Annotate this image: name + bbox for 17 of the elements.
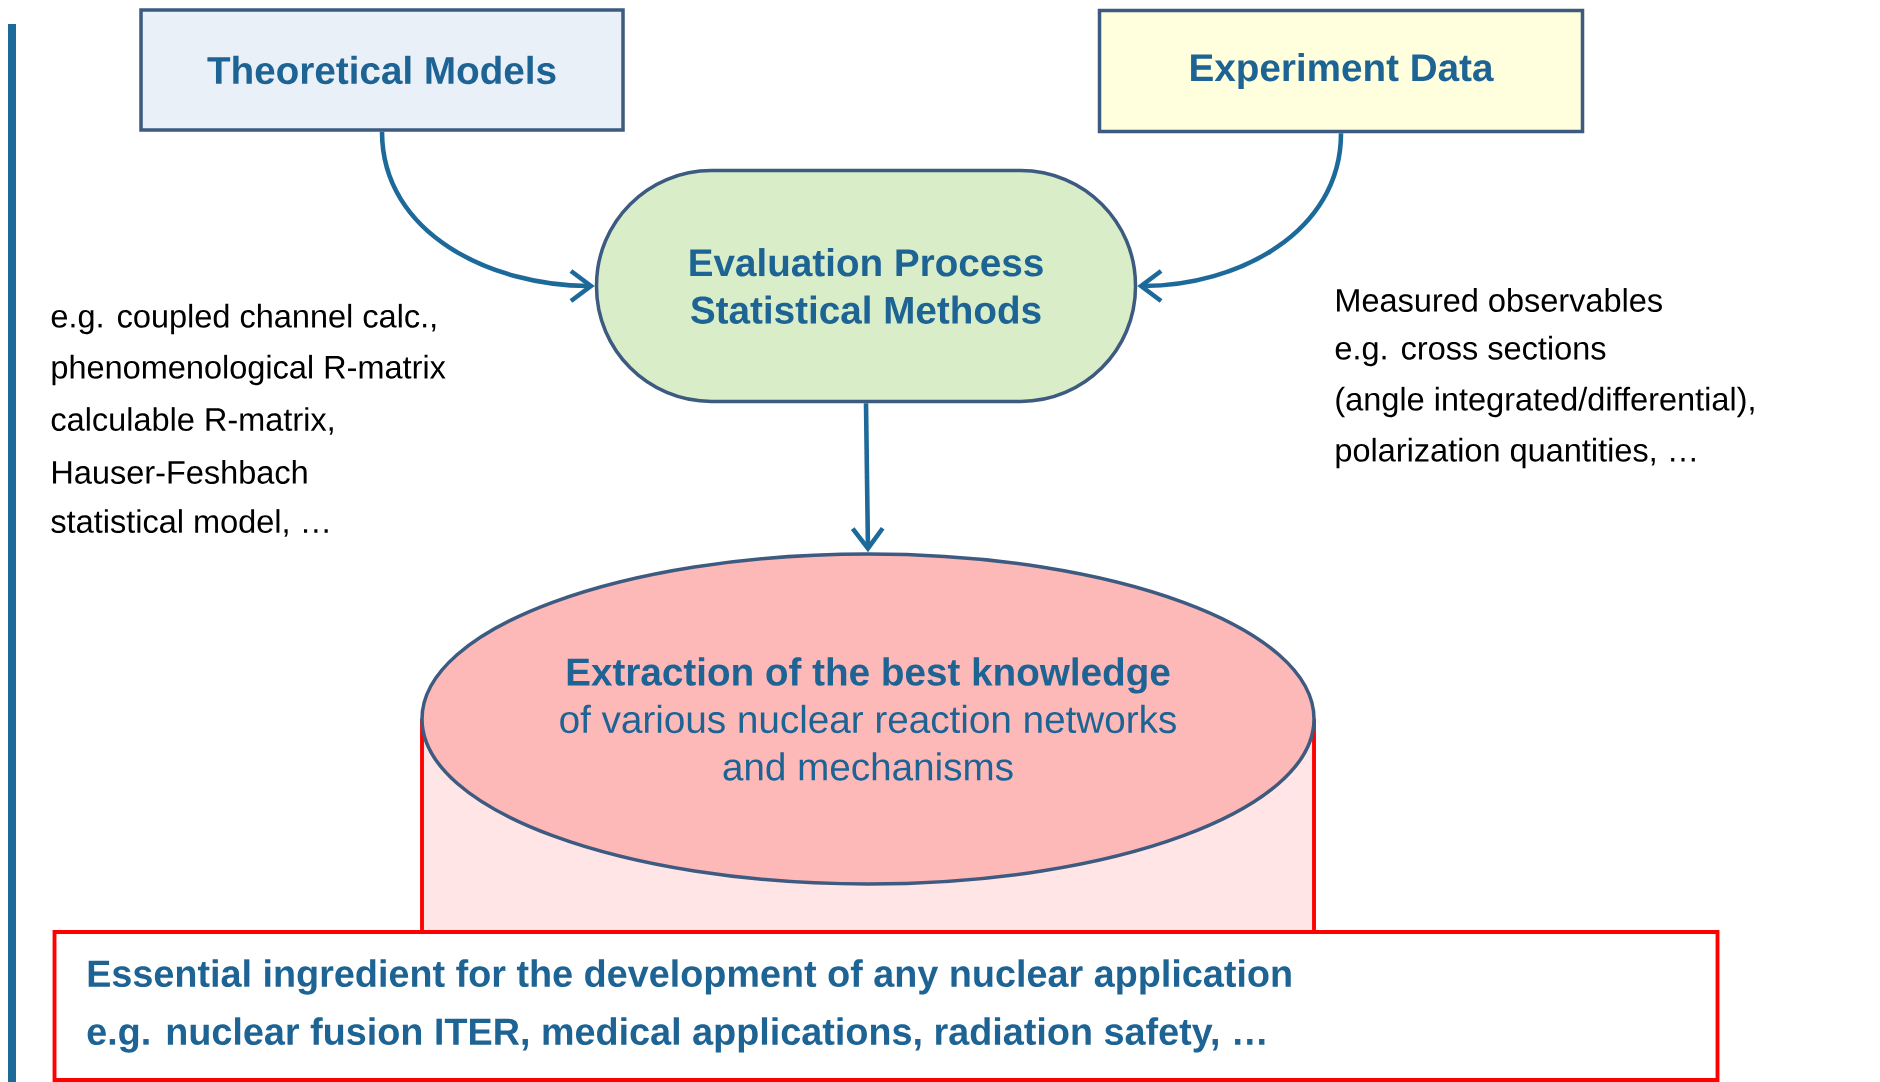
arrow	[850, 403, 885, 553]
process-pill: Evaluation Process Statistical Methods	[594, 168, 1138, 404]
text-box: Essential ingredient for the development of any nuclear application e.g. nuclear fusion ITER, medical applications, radiation safety, …	[52, 930, 1720, 1082]
cylinder: Extraction of the best knowledge of various nuclear reaction networks and mechanisms	[420, 552, 1316, 930]
arrow	[379, 131, 595, 303]
note-text: calculable R-matrix,	[51, 407, 333, 435]
note-text: statistical model, …	[51, 509, 328, 537]
note-text: (angle integrated/differential),	[1336, 386, 1754, 418]
note-text: e.g. cross sections	[1335, 335, 1606, 367]
note-text: polarization quantities, …	[1336, 437, 1695, 469]
note-text: phenomenological R-matrix	[52, 354, 446, 386]
process-box: Theoretical Models	[139, 8, 625, 132]
arrow	[1137, 133, 1344, 303]
note-text: e.g. coupled channel calc.,	[51, 303, 436, 335]
note-text: Hauser-Feshbach	[53, 460, 307, 484]
process-box: Experiment Data	[1097, 8, 1585, 134]
note-text: Measured observables	[1337, 288, 1662, 312]
